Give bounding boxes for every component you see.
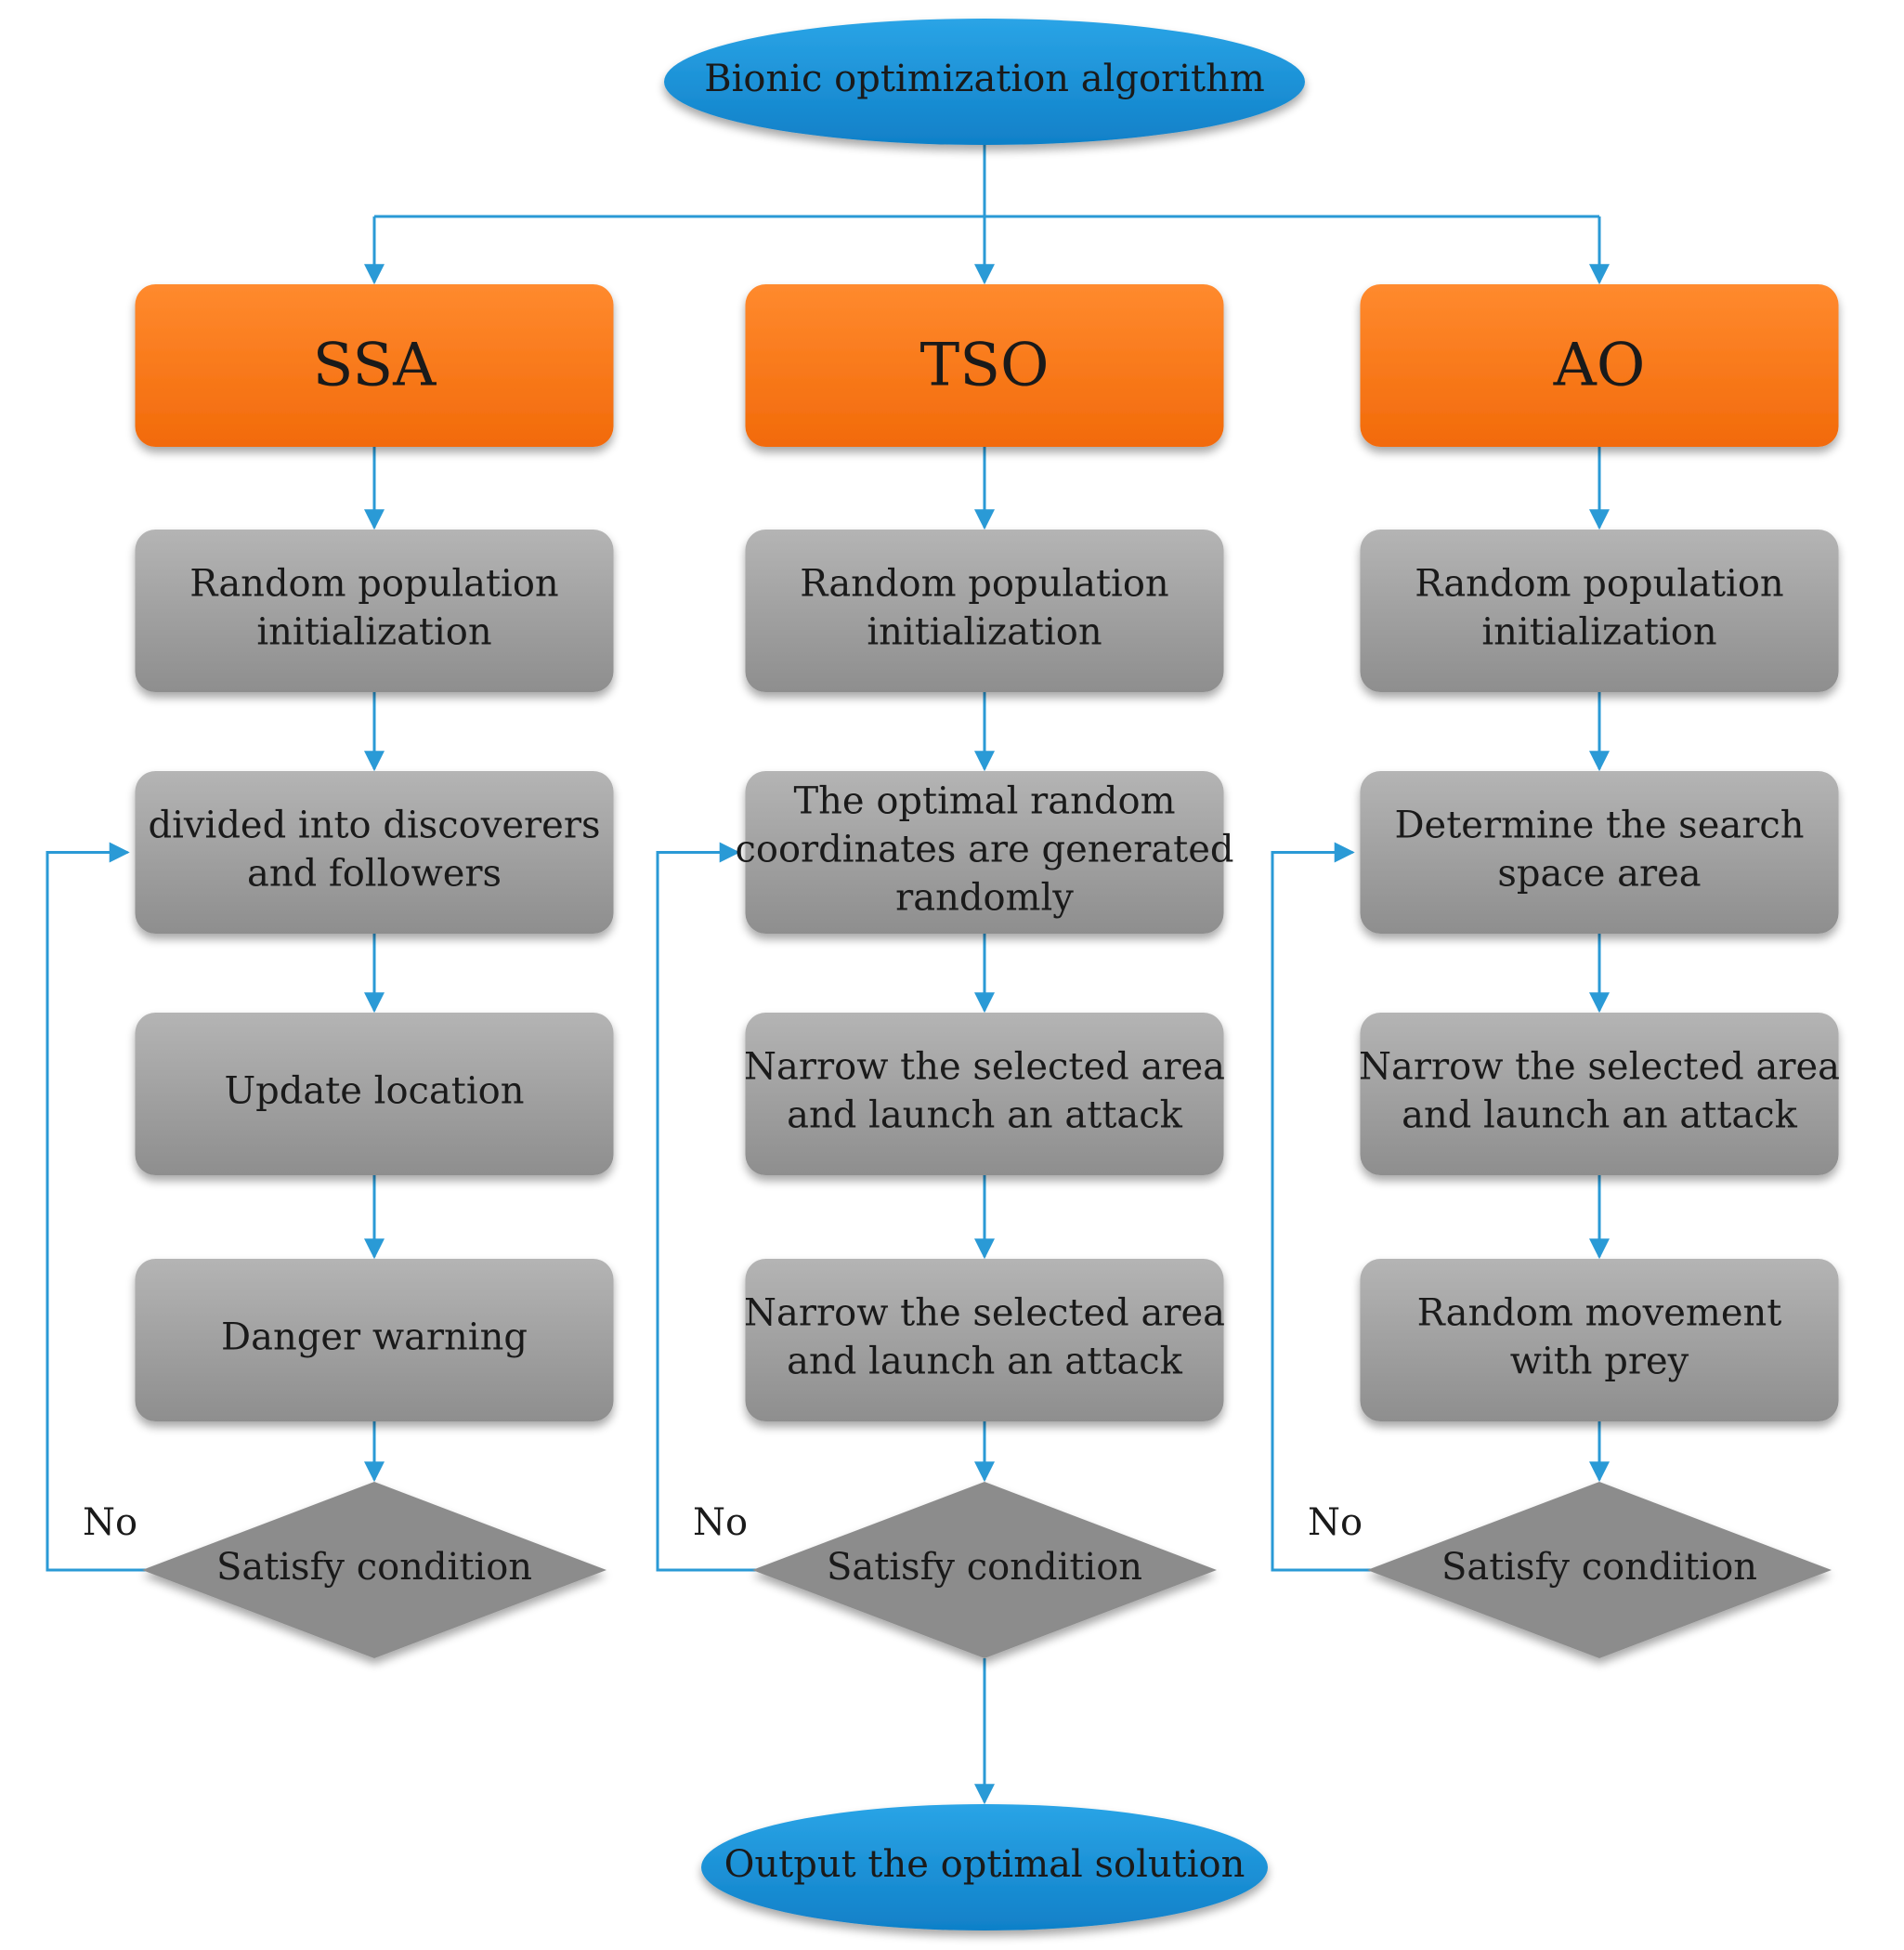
process-step-label: Random population initialization (189, 563, 558, 654)
process-step-box (135, 1259, 614, 1421)
start-oval-label-line: Bionic optimization algorithm (704, 58, 1265, 100)
process-step-label-line: The optimal random (793, 780, 1175, 823)
process-step-box (135, 530, 614, 692)
process-step-label-line: and launch an attack (787, 1094, 1183, 1137)
process-step-box (135, 1013, 614, 1175)
process-step-label: Update location (224, 1070, 524, 1113)
process-step-label-line: initialization (256, 611, 491, 654)
process-step-label: Random movement with prey (1417, 1292, 1782, 1383)
process-step-box (135, 771, 614, 934)
process-step-box (745, 1259, 1224, 1421)
process-step-label-line: and launch an attack (1402, 1094, 1798, 1137)
no-label-line: No (1308, 1501, 1363, 1544)
process-step-box (1360, 530, 1839, 692)
process-step-box (1360, 771, 1839, 934)
process-step-label-line: space area (1497, 853, 1701, 896)
process-step-label: Narrow the selected area and launch an at… (744, 1046, 1225, 1137)
no-label: No (1308, 1501, 1363, 1544)
algorithm-title: TSO (920, 331, 1050, 399)
end-oval (701, 1804, 1268, 1930)
process-step-label-line: divided into discoverers (149, 805, 601, 847)
algorithm-title: SSA (313, 331, 437, 399)
process-step-label-line: Random population (189, 563, 558, 606)
process-step-label-line: Update location (224, 1070, 524, 1113)
decision-diamond (1367, 1482, 1832, 1658)
process-step-label-line: Narrow the selected area (1359, 1046, 1840, 1089)
process-step-box (1360, 1013, 1839, 1175)
no-label-line: No (693, 1501, 748, 1544)
process-step-label-line: Narrow the selected area (744, 1292, 1225, 1335)
process-step-label-line: Danger warning (221, 1316, 528, 1359)
algorithm-title-line: AO (1553, 331, 1646, 399)
process-step-label-line: and launch an attack (787, 1341, 1183, 1383)
process-step-label: The optimal random coordinates are genera… (735, 780, 1233, 920)
process-step-label-line: randomly (895, 877, 1074, 920)
process-step-box (745, 771, 1224, 934)
decision-label-line: Satisfy condition (827, 1546, 1142, 1589)
process-step-label-line: Random movement (1417, 1292, 1782, 1335)
process-step-box (1360, 1259, 1839, 1421)
process-step-label-line: and followers (247, 853, 502, 896)
start-oval (664, 19, 1305, 145)
process-step-label-line: initialization (1481, 611, 1716, 654)
process-step-label-line: with prey (1510, 1341, 1689, 1383)
process-step-label-line: Random population (1415, 563, 1783, 606)
process-step-label: Random population initialization (800, 563, 1168, 654)
decision-label: Satisfy condition (827, 1546, 1142, 1589)
process-step-label: Determine the search space area (1394, 805, 1804, 896)
process-step-label-line: Determine the search (1394, 805, 1804, 847)
process-step-box (745, 530, 1224, 692)
connector-no-loop-0 (46, 842, 146, 1572)
process-step-label-line: coordinates are generated (735, 829, 1233, 871)
no-label: No (693, 1501, 748, 1544)
algorithm-title-line: SSA (313, 331, 437, 399)
process-step-label: Narrow the selected area and launch an at… (744, 1292, 1225, 1383)
algorithm-title-line: TSO (920, 331, 1050, 399)
algorithm-title-box (1360, 284, 1839, 447)
end-oval-label: Output the optimal solution (724, 1843, 1245, 1886)
decision-label: Satisfy condition (1441, 1546, 1757, 1589)
connector-no-loop-2 (1271, 842, 1371, 1572)
no-label: No (83, 1501, 137, 1544)
process-step-label: Narrow the selected area and launch an at… (1359, 1046, 1840, 1137)
process-step-label: divided into discoverers and followers (149, 805, 601, 896)
algorithm-title-box (135, 284, 614, 447)
connector-no-loop-1 (656, 842, 756, 1572)
process-step-label-line: Random population (800, 563, 1168, 606)
end-oval-label-line: Output the optimal solution (724, 1843, 1245, 1886)
decision-label-line: Satisfy condition (216, 1546, 532, 1589)
process-step-label: Random population initialization (1415, 563, 1783, 654)
start-oval-label: Bionic optimization algorithm (704, 58, 1265, 100)
process-step-label-line: initialization (867, 611, 1102, 654)
process-step-box (745, 1013, 1224, 1175)
process-step-label: Danger warning (221, 1316, 528, 1359)
algorithm-title: AO (1553, 331, 1646, 399)
flowchart-shapes: No No No Bionic optimization algorithmOutpu… (83, 19, 1840, 1930)
decision-diamond (142, 1482, 606, 1658)
decision-diamond (752, 1482, 1217, 1658)
algorithm-title-box (745, 284, 1224, 447)
decision-label: Satisfy condition (216, 1546, 532, 1589)
process-step-label-line: Narrow the selected area (744, 1046, 1225, 1089)
connector-lines (46, 145, 1610, 1805)
decision-label-line: Satisfy condition (1441, 1546, 1757, 1589)
no-label-line: No (83, 1501, 137, 1544)
